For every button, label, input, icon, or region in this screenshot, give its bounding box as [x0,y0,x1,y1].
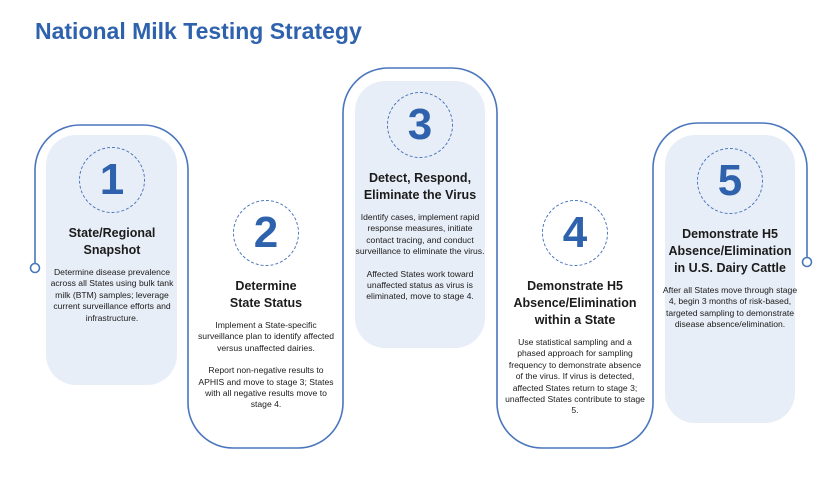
stage-heading: Detect, Respond, Eliminate the Virus [363,171,477,202]
stage-text: Determine disease prevalence across all … [50,267,174,323]
stage-text: Implement a State-specific surveillance … [198,320,334,353]
stage-text: After all States move through stage 4, b… [662,285,798,330]
stage-number-badge: 3 [387,92,453,158]
stage-number-badge: 1 [79,147,145,213]
stage-description: Implement a State-specific surveillance … [196,320,336,411]
start-node-icon [29,262,41,274]
stage-heading: Determine State Status [229,279,303,310]
stage-heading: Demonstrate H5 Absence/Elimination in U.… [668,227,792,275]
stage-3: 3 Detect, Respond, Eliminate the Virus I… [350,92,490,314]
stage-5: 5 Demonstrate H5 Absence/Elimination in … [660,148,800,342]
stage-text: Identify cases, implement rapid response… [355,212,485,257]
stage-description: Identify cases, implement rapid response… [350,212,490,303]
stage-description: After all States move through stage 4, b… [660,285,800,331]
stage-number-badge: 2 [233,200,299,266]
stage-number-badge: 4 [542,200,608,266]
stage-1: 1 State/Regional Snapshot Determine dise… [42,147,182,335]
stage-number-badge: 5 [697,148,763,214]
stage-frame-line [34,67,808,449]
stage-description: Determine disease prevalence across all … [42,267,182,324]
stage-text: Use statistical sampling and a phased ap… [505,337,645,416]
stage-2: 2 Determine State Status Implement a Sta… [196,200,336,422]
stage-description: Use statistical sampling and a phased ap… [505,337,645,417]
stage-text: Report non-negative results to APHIS and… [198,365,334,410]
page-title: National Milk Testing Strategy [35,18,362,44]
stage-4: 4 Demonstrate H5 Absence/Elimination wit… [505,200,645,428]
end-node-icon [801,256,813,268]
stage-text: Affected States work toward unaffected s… [366,268,474,302]
stage-heading: State/Regional Snapshot [68,226,156,257]
stage-heading: Demonstrate H5 Absence/Elimination withi… [513,279,637,327]
